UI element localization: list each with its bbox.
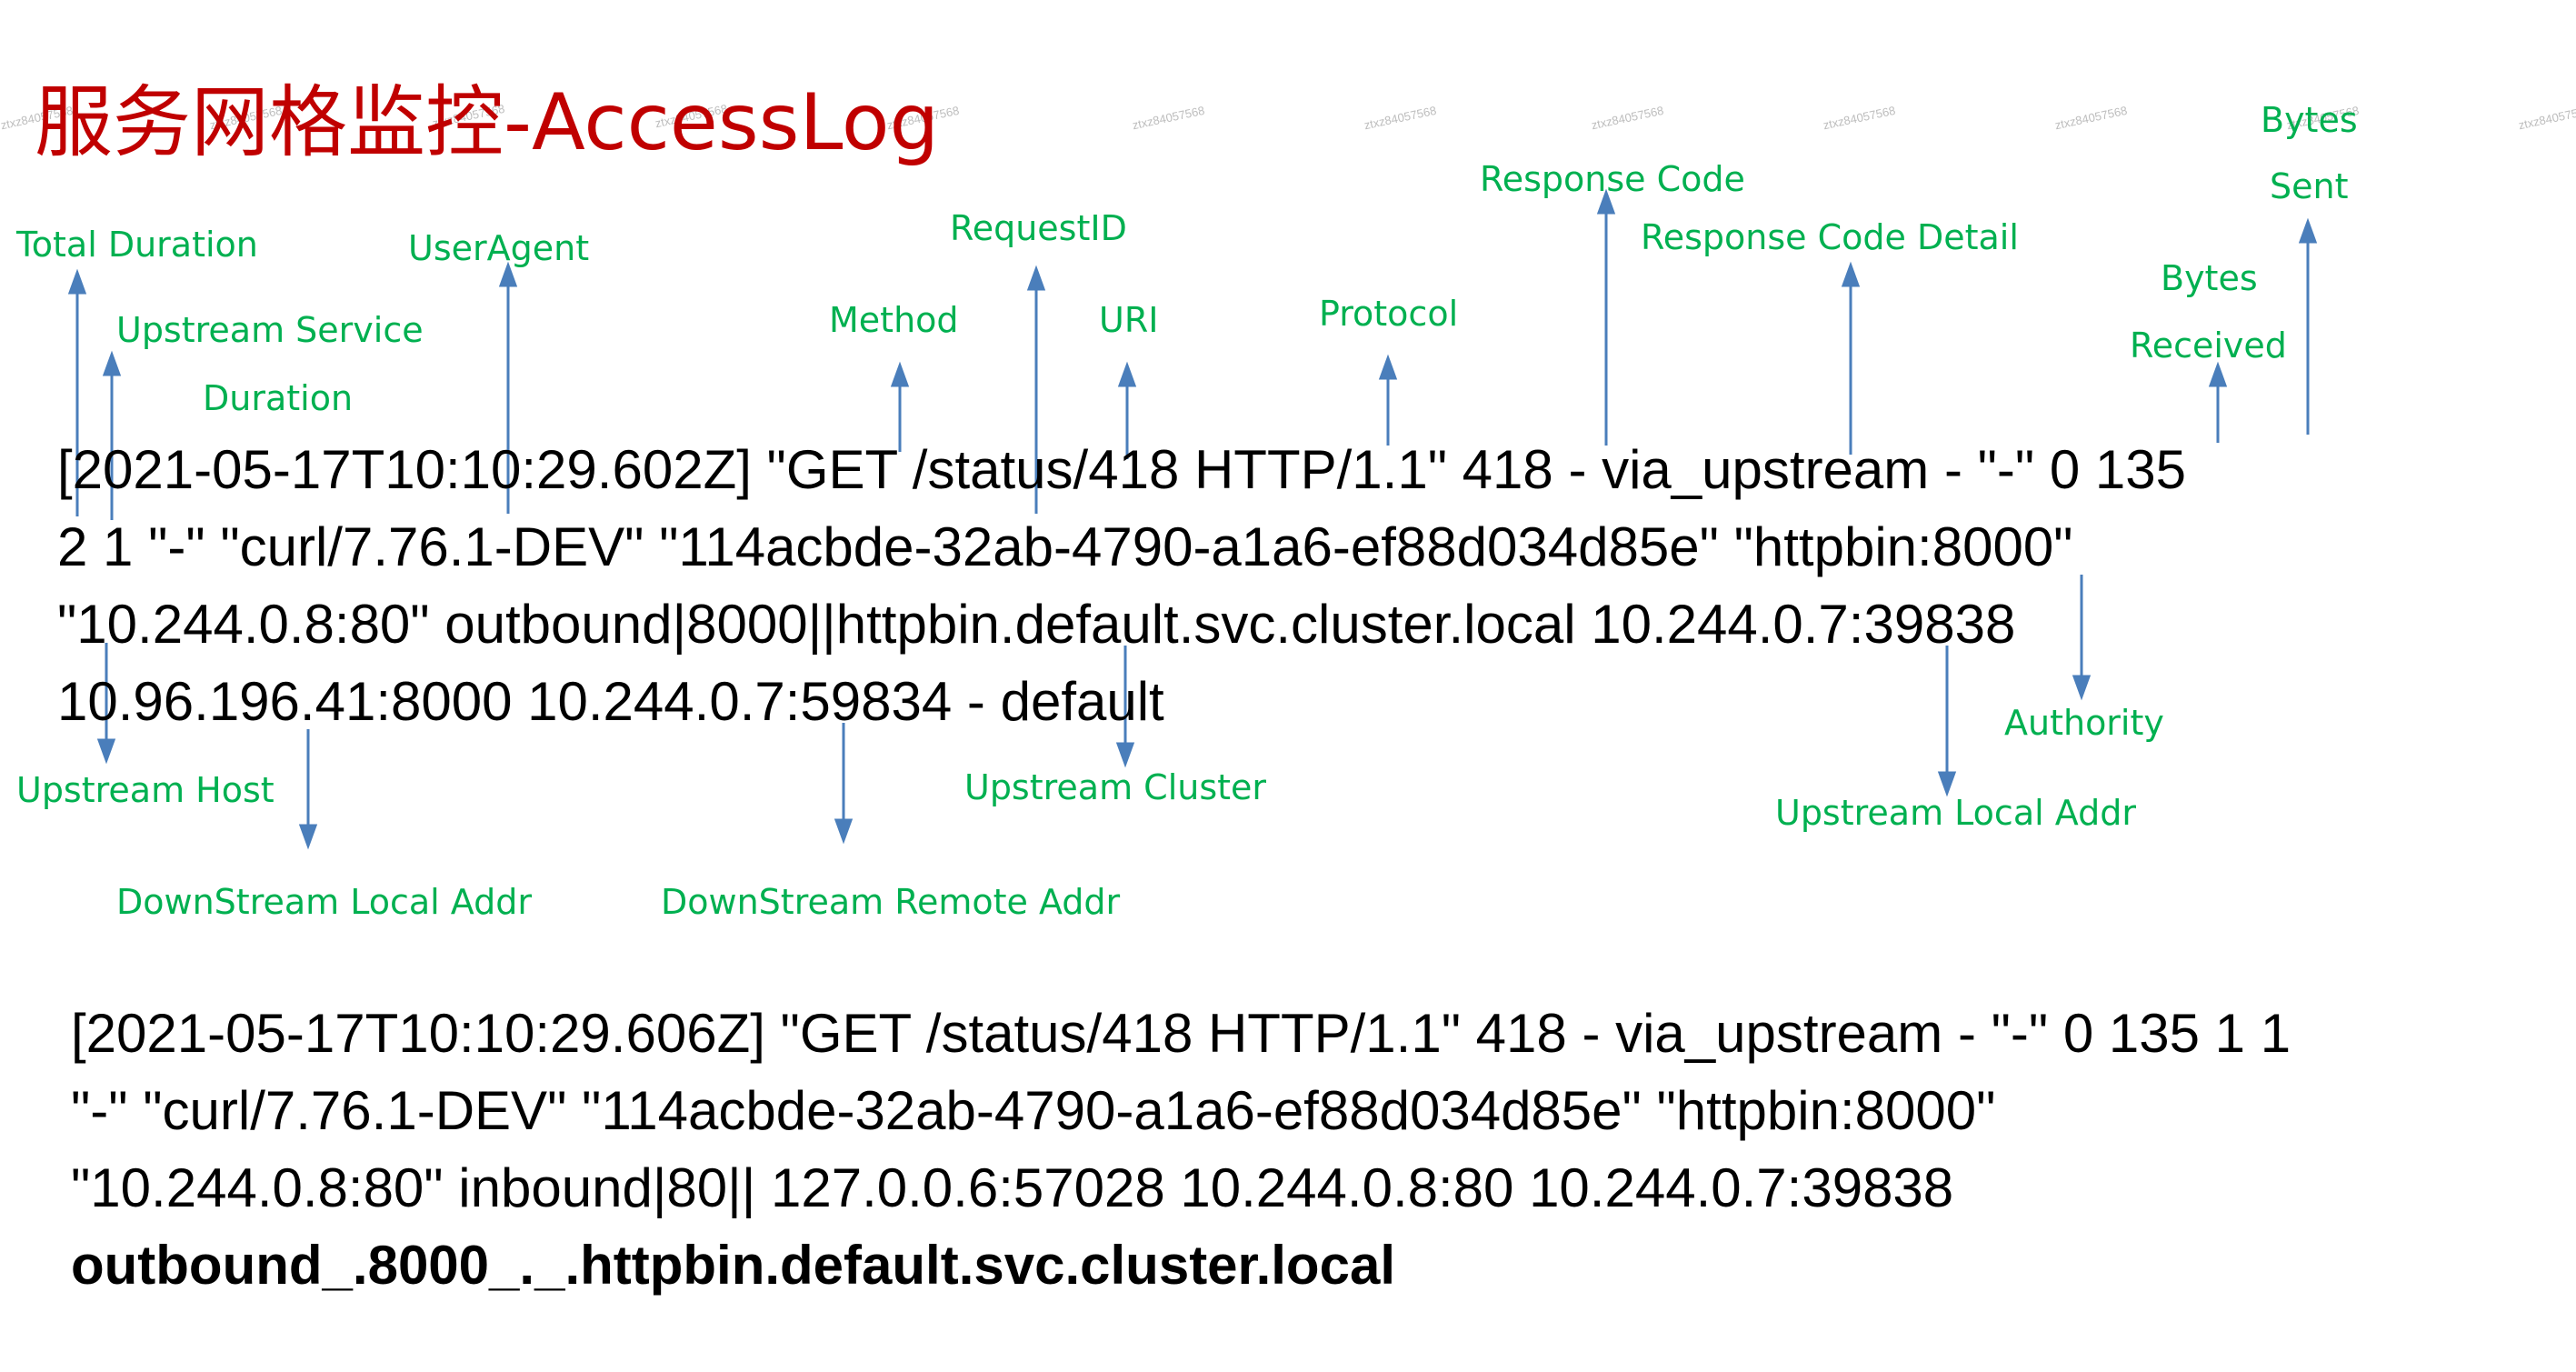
label-upstream-host: Upstream Host [16,770,275,810]
log-line: "10.244.0.8:80" inbound|80|| 127.0.0.6:5… [71,1157,1954,1218]
label-authority: Authority [2004,703,2164,743]
log-line: 2 1 "-" "curl/7.76.1-DEV" "114acbde-32ab… [57,516,2073,577]
log-line: [2021-05-17T10:10:29.606Z] "GET /status/… [71,1003,2291,1064]
log-line: 10.96.196.41:8000 10.244.0.7:59834 - def… [57,671,1164,732]
label-bytes-sent-line2: Sent [2270,166,2349,206]
label-downstream-remote-addr: DownStream Remote Addr [661,882,1121,922]
label-upstream-cluster: Upstream Cluster [964,767,1267,807]
label-downstream-local-addr: DownStream Local Addr [116,882,533,922]
log-line: "-" "curl/7.76.1-DEV" "114acbde-32ab-479… [71,1080,1996,1141]
watermark: ztxz84057568 [1590,103,1665,133]
label-bytes-sent-line1: Bytes [2261,100,2358,140]
label-method: Method [829,300,959,340]
watermark: ztxz84057568 [1822,103,1897,133]
label-uri: URI [1099,300,1159,340]
log-line-upstream-cluster-bold: outbound_.8000_._.httpbin.default.svc.cl… [71,1235,1395,1296]
label-total-duration: Total Duration [16,225,258,265]
log-line: "10.244.0.8:80" outbound|8000||httpbin.d… [57,594,2016,655]
label-upstream-local-addr: Upstream Local Addr [1775,793,2136,833]
log-line: [2021-05-17T10:10:29.602Z] "GET /status/… [57,439,2186,500]
label-response-code-detail: Response Code Detail [1641,217,2019,257]
watermark: ztxz84057568 [2517,103,2576,133]
watermark: ztxz84057568 [2053,103,2129,133]
label-user-agent: UserAgent [408,228,590,268]
watermark: ztxz84057568 [1363,103,1438,133]
label-bytes-received-line1: Bytes [2161,258,2258,298]
label-protocol: Protocol [1319,294,1459,334]
watermark: ztxz84057568 [1131,103,1206,133]
slide-title: 服务网格监控-AccessLog [35,77,940,168]
label-request-id: RequestID [950,208,1127,248]
label-bytes-received-line2: Received [2130,325,2287,366]
label-upstream-service-duration-line1: Upstream Service [116,310,424,350]
label-upstream-service-duration-line2: Duration [203,378,354,418]
label-response-code: Response Code [1480,159,1745,199]
